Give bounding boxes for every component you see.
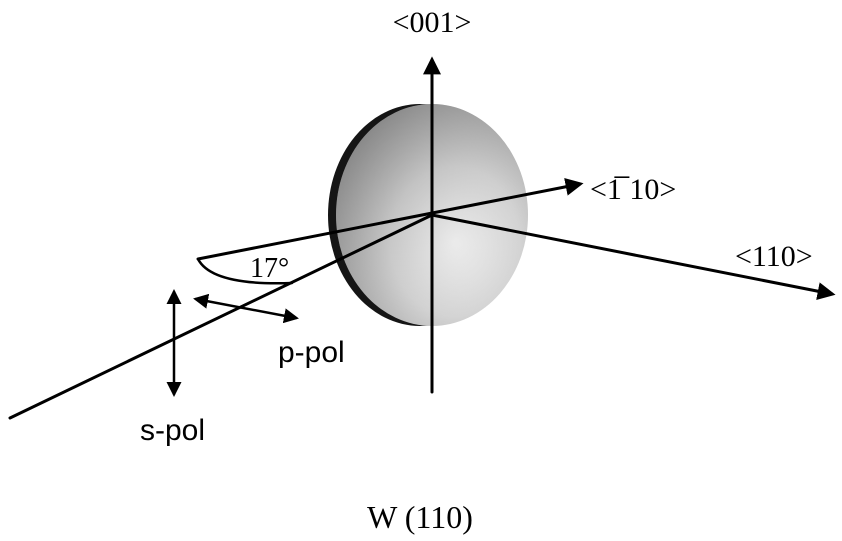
p-pol-arrow [193,293,299,324]
p-pol-label: p-pol [278,336,345,369]
axis-001-label: <001> [393,6,472,39]
axis-110-label: <110> [735,240,813,273]
s-pol-label: s-pol [140,414,205,447]
crystal-label: W (110) [367,499,473,535]
axis-110-line [430,213,836,301]
axis-1bar10-label: <1̅ 10> [590,173,676,206]
angle-label: 17° [250,253,289,284]
incident-beam [8,213,434,420]
axis-1bar10-line [196,177,584,261]
angle-arc [196,257,294,285]
